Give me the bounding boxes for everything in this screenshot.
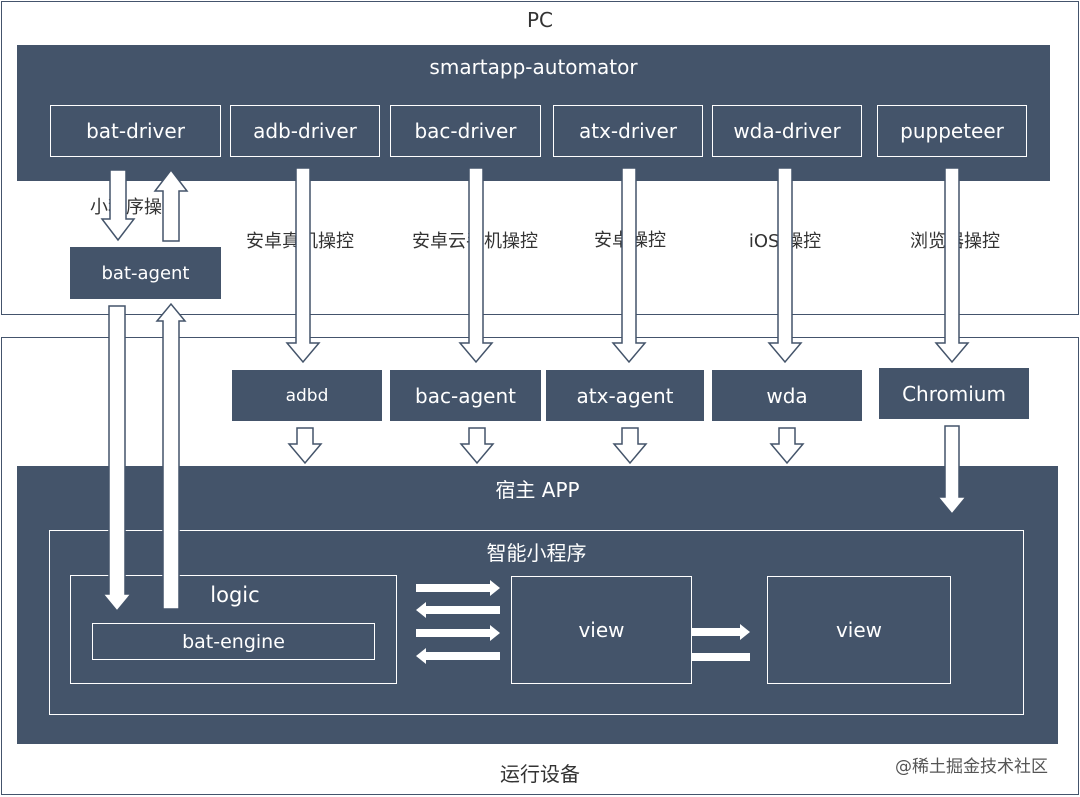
wda-box: wda [712, 370, 862, 421]
host-app-title: 宿主 APP [495, 478, 580, 502]
wda-driver-box: wda-driver [712, 105, 862, 157]
arrow-puppeteer-down [934, 167, 970, 364]
device-title: 运行设备 [500, 762, 580, 786]
atx-driver-box: atx-driver [553, 105, 703, 157]
watermark: @稀土掘金技术社区 [895, 757, 1048, 777]
bac-agent-box: bac-agent [390, 370, 541, 421]
arrow-logic-to-view-1 [416, 580, 500, 596]
arrow-bac-down [458, 167, 494, 364]
arrow-logic-to-view-2 [416, 625, 500, 641]
view-box-1: view [511, 576, 692, 684]
adbd-box: adbd [232, 370, 382, 421]
arrow-wda-down [767, 167, 803, 364]
adb-driver-box: adb-driver [230, 105, 380, 157]
arrow-bat-driver-down [100, 169, 136, 242]
bat-driver-box: bat-driver [50, 105, 221, 157]
arrow-chromium-host [936, 425, 968, 516]
arrow-view-to-view [692, 624, 750, 640]
link-view-to-view [692, 653, 750, 661]
host-app-panel [17, 466, 1058, 744]
automator-title: smartapp-automator [429, 55, 638, 79]
chromium-box: Chromium [879, 368, 1029, 419]
smart-program-title: 智能小程序 [486, 541, 587, 565]
atx-agent-box: atx-agent [546, 370, 704, 421]
arrow-view-to-logic-1 [416, 602, 500, 618]
bac-driver-box: bac-driver [390, 105, 541, 157]
arrow-atx-down [611, 167, 647, 364]
arrow-wda-host [769, 427, 805, 465]
arrow-bat-agent-up [153, 168, 189, 242]
bat-agent-box: bat-agent [70, 247, 221, 299]
logic-frame [70, 575, 397, 684]
logic-label: logic [210, 583, 260, 607]
smart-program-frame [49, 530, 1024, 715]
view-box-2: view [767, 576, 951, 684]
arrow-adbd-host [287, 427, 323, 465]
arrow-view-to-logic-2 [416, 648, 500, 664]
pc-title: PC [526, 8, 554, 32]
arrow-bat-agent-to-engine [101, 305, 133, 613]
arrow-engine-to-bat-agent [155, 302, 187, 610]
bat-engine-box: bat-engine [92, 623, 375, 660]
arrow-bac-agent-host [459, 427, 495, 465]
puppeteer-box: puppeteer [877, 105, 1027, 157]
arrow-atx-agent-host [612, 427, 648, 465]
arrow-adb-down [285, 167, 321, 364]
